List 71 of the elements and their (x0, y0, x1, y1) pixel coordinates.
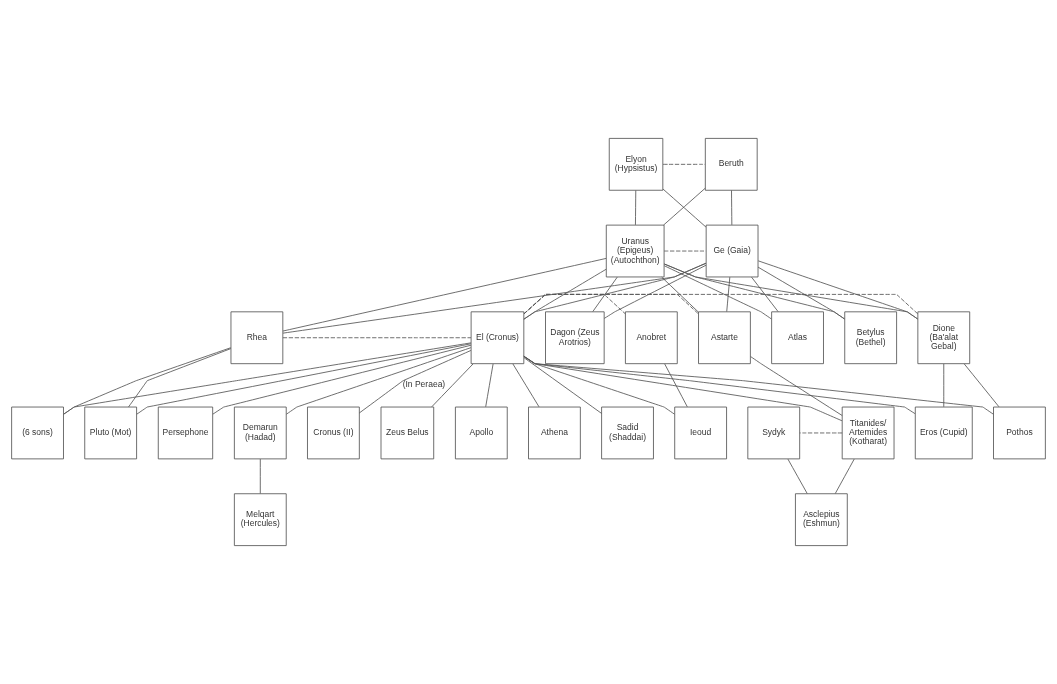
node-box: Elyon (Hypsistus) (608, 137, 664, 191)
connector (731, 190, 733, 226)
connector (663, 263, 845, 320)
connector (757, 260, 919, 320)
node-box: Sydyk (747, 406, 801, 460)
connector (282, 258, 607, 332)
node-box: Beruth (704, 137, 758, 191)
node-box: (6 sons) (11, 406, 64, 460)
node-box: Ge (Gaia) (705, 224, 759, 278)
connector (523, 355, 843, 422)
connector (63, 342, 472, 415)
node-box: Sadid (Shaddai) (601, 406, 654, 460)
connector (282, 337, 472, 339)
connector (358, 350, 472, 414)
node-box: Ieoud (674, 406, 727, 460)
node-box: Asclepius (Eshmun) (795, 493, 848, 547)
connector (603, 264, 707, 319)
edge-label: (In Peraea) (402, 379, 446, 390)
node-box: Titanides/ Artemides (Kotharat) (841, 406, 895, 460)
connector (523, 293, 699, 315)
connector (726, 276, 731, 312)
node-box: Eros (Cupid) (914, 406, 973, 460)
connector (757, 266, 845, 320)
node-box: Persephone (157, 406, 214, 460)
node-box: Melqart (Hercules) (233, 493, 287, 547)
node-box: Betylus (Bethel) (844, 311, 897, 365)
node-box: Dagon (Zeus Arotrios) (545, 311, 605, 365)
connector (523, 357, 603, 414)
node-box: Uranus (Epigeus) (Autochthon) (605, 224, 665, 278)
connector (523, 355, 675, 415)
connector (282, 262, 707, 334)
connector (431, 363, 474, 408)
connector (799, 432, 843, 434)
connector (523, 355, 916, 415)
connector (664, 363, 688, 408)
connector (512, 363, 540, 408)
node-box: Rhea (230, 311, 284, 365)
node-box: Astarte (698, 311, 751, 365)
node-box: El (Cronus) (470, 311, 525, 365)
connector (750, 356, 843, 416)
connector (523, 355, 994, 415)
connector (128, 348, 232, 408)
connector (751, 276, 779, 312)
connector (212, 344, 472, 415)
connector (943, 363, 945, 408)
connector (787, 458, 808, 494)
connector (523, 293, 919, 315)
connector (592, 276, 618, 312)
connector (663, 250, 707, 252)
connector (136, 343, 472, 415)
connector (485, 363, 494, 408)
node-box: Pothos (993, 406, 1046, 460)
connector (523, 262, 707, 320)
node-box: Pluto (Mot) (84, 406, 138, 460)
node-box: Demarun (Hadad) (233, 406, 287, 460)
connector (661, 276, 699, 313)
node-box: Apollo (454, 406, 508, 460)
connector (635, 190, 637, 226)
connector (286, 347, 472, 415)
connector (662, 163, 706, 165)
connector (523, 293, 626, 315)
connector (259, 458, 261, 494)
node-box: Dione (Ba'alat Gebal) (917, 311, 971, 365)
node-box: Athena (528, 406, 581, 460)
node-box: Cronus (II) (307, 406, 360, 460)
node-box: Zeus Belus (380, 406, 435, 460)
connector (834, 458, 855, 494)
node-box: Atlas (771, 311, 824, 365)
connector (963, 363, 1000, 408)
connector (663, 265, 772, 320)
node-box: Anobret (625, 311, 678, 365)
